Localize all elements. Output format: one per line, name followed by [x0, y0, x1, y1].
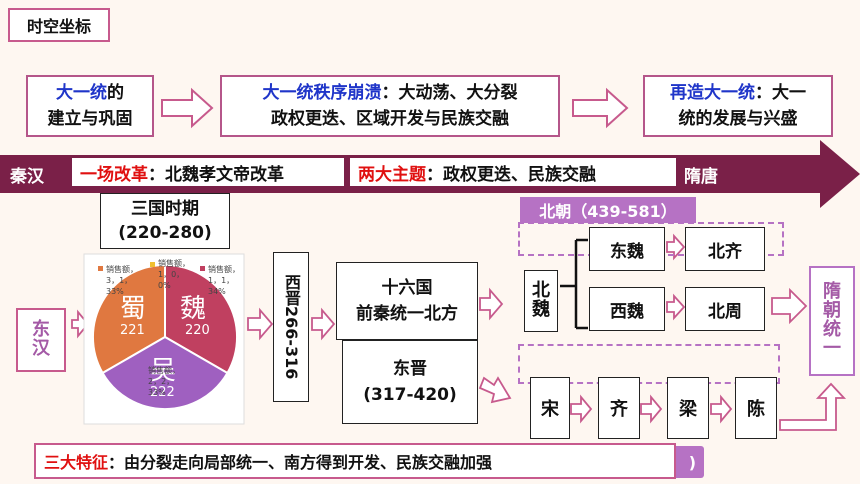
sui-char-4: 一: [823, 337, 841, 359]
arrow-dongjin: [478, 376, 512, 404]
pie-overlay-221: 221: [120, 323, 145, 338]
top-box-3-rest: ：大一: [755, 83, 806, 103]
pie-slice-shu: [92, 263, 166, 375]
top-box-2-line2: 政权更迭、区域开发与民族交融: [271, 109, 509, 129]
donghan-char-2: 汉: [32, 338, 50, 359]
arrow-north-to-sui: [771, 287, 808, 325]
band-themes-rest: ：政权更迭、民族交融: [426, 164, 596, 185]
band-reform: 一场改革：北魏孝文帝改革: [72, 158, 344, 186]
three-kingdoms-line1: 三国时期: [130, 199, 199, 219]
xijin-box: 西晋266-316: [273, 252, 309, 402]
pie-label-shu: 蜀: [120, 294, 147, 324]
legend-marker-3: [200, 266, 205, 271]
band-reform-highlight: 一场改革: [80, 164, 148, 185]
top-box-1-rest: 的: [107, 83, 124, 103]
arrow-south-to-sui: [779, 382, 847, 431]
chen-box: 陈: [735, 377, 777, 439]
three-kingdoms-line2: (220-280): [118, 223, 212, 243]
arrow-top-2: [572, 87, 629, 129]
arrow-donghan: [71, 309, 90, 339]
dongjin-line2: (317-420): [363, 385, 457, 405]
arrow-liang-chen: [710, 394, 733, 424]
donghan-char-1: 东: [32, 319, 50, 341]
xijin-label: 西晋266-316: [282, 274, 301, 380]
beiwei-char-2: 魏: [532, 299, 550, 320]
beiwei-bracket: [560, 238, 588, 330]
xiwei-box: 西魏: [589, 287, 665, 331]
song-box: 宋: [530, 377, 570, 439]
band-label-qinhan: 秦汉: [10, 166, 44, 187]
top-box-1-line2: 建立与巩固: [47, 109, 133, 129]
beiwei-box: 北魏: [524, 270, 558, 332]
south-dashed-outline: [518, 344, 780, 384]
pie-overlay-220: 220: [185, 323, 210, 338]
sixteen-line1: 十六国: [381, 278, 433, 298]
top-box-unification: 大一统的建立与巩固: [26, 75, 154, 137]
pie-slice-wu: [101, 335, 229, 411]
liang-box: 梁: [667, 377, 709, 439]
legend-marker-4: [141, 367, 146, 372]
dongjin-box: 东晋 (317-420): [342, 340, 478, 424]
qi-box: 齐: [598, 377, 640, 439]
bottom-rest: ：由分裂走向局部统一、南方得到开发、民族交融加强: [108, 453, 493, 472]
band-reform-rest: ：北魏孝文帝改革: [148, 164, 284, 185]
suichao-box: 隋朝统一: [809, 266, 855, 376]
header-title: 时空坐标: [8, 8, 110, 42]
top-box-2-rest: ：大动荡、大分裂: [381, 83, 518, 103]
arrow-qi-liang: [640, 394, 663, 424]
arrow-xiwei: [666, 293, 686, 321]
top-box-3-highlight: 再造大一统: [670, 83, 755, 103]
pie-label-wei: 魏: [180, 294, 207, 324]
pie-legend-4: 销售额，2，2，33%: [148, 366, 180, 397]
beizhou-box: 北周: [685, 287, 765, 331]
beiqi-box: 北齐: [685, 227, 765, 271]
sixteen-line2: 前秦统一北方: [356, 304, 458, 324]
top-box-reunification: 再造大一统：大一统的发展与兴盛: [643, 75, 833, 137]
top-box-collapse: 大一统秩序崩溃：大动荡、大分裂政权更迭、区域开发与民族交融: [220, 75, 560, 137]
arrow-dongwei: [666, 233, 686, 261]
pie-label-wu: 吴: [150, 356, 177, 386]
band-label-suitang: 隋唐: [684, 166, 718, 187]
sui-char-2: 朝: [823, 300, 841, 322]
pie-legend-3: 销售额，1，1，34%: [208, 265, 240, 296]
three-kingdoms-box: 三国时期 (220-280): [100, 193, 230, 249]
dongjin-line1: 东晋: [392, 359, 427, 379]
arrow-song-qi: [570, 394, 593, 424]
top-box-1-highlight: 大一统: [56, 83, 107, 103]
pie-legend-2: 销售额，1，0，0%: [158, 259, 190, 290]
pie-legend-1: 销售额，3，1，33%: [106, 265, 138, 296]
arrow-xijin: [311, 307, 336, 341]
donghan-box: 东汉: [16, 308, 66, 372]
top-box-2-highlight: 大一统秩序崩溃: [262, 83, 382, 103]
top-box-3-line2: 统的发展与兴盛: [678, 109, 798, 129]
arrow-sanguo: [247, 307, 274, 341]
bottom-highlight: 三大特征: [44, 453, 109, 472]
sui-char-3: 统: [823, 319, 841, 340]
legend-marker-2: [150, 262, 155, 267]
dongwei-box: 东魏: [589, 227, 665, 271]
arrow-sixteen: [479, 287, 504, 321]
pie-overlay-222: 222: [150, 385, 175, 400]
beiwei-char-1: 北: [532, 280, 550, 302]
band-themes: 两大主题：政权更迭、民族交融: [350, 158, 676, 186]
sui-char-1: 隋: [823, 281, 841, 303]
beichao-label: 北朝（439-581）: [520, 197, 696, 223]
band-themes-highlight: 两大主题: [358, 164, 426, 185]
arrow-top-1: [161, 87, 214, 129]
sixteen-kingdoms-box: 十六国前秦统一北方: [336, 262, 478, 340]
bottom-features-bar: 三大特征：由分裂走向局部统一、南方得到开发、民族交融加强: [34, 443, 676, 479]
legend-marker-1: [98, 266, 103, 271]
pie-slice-wei: [164, 263, 238, 375]
